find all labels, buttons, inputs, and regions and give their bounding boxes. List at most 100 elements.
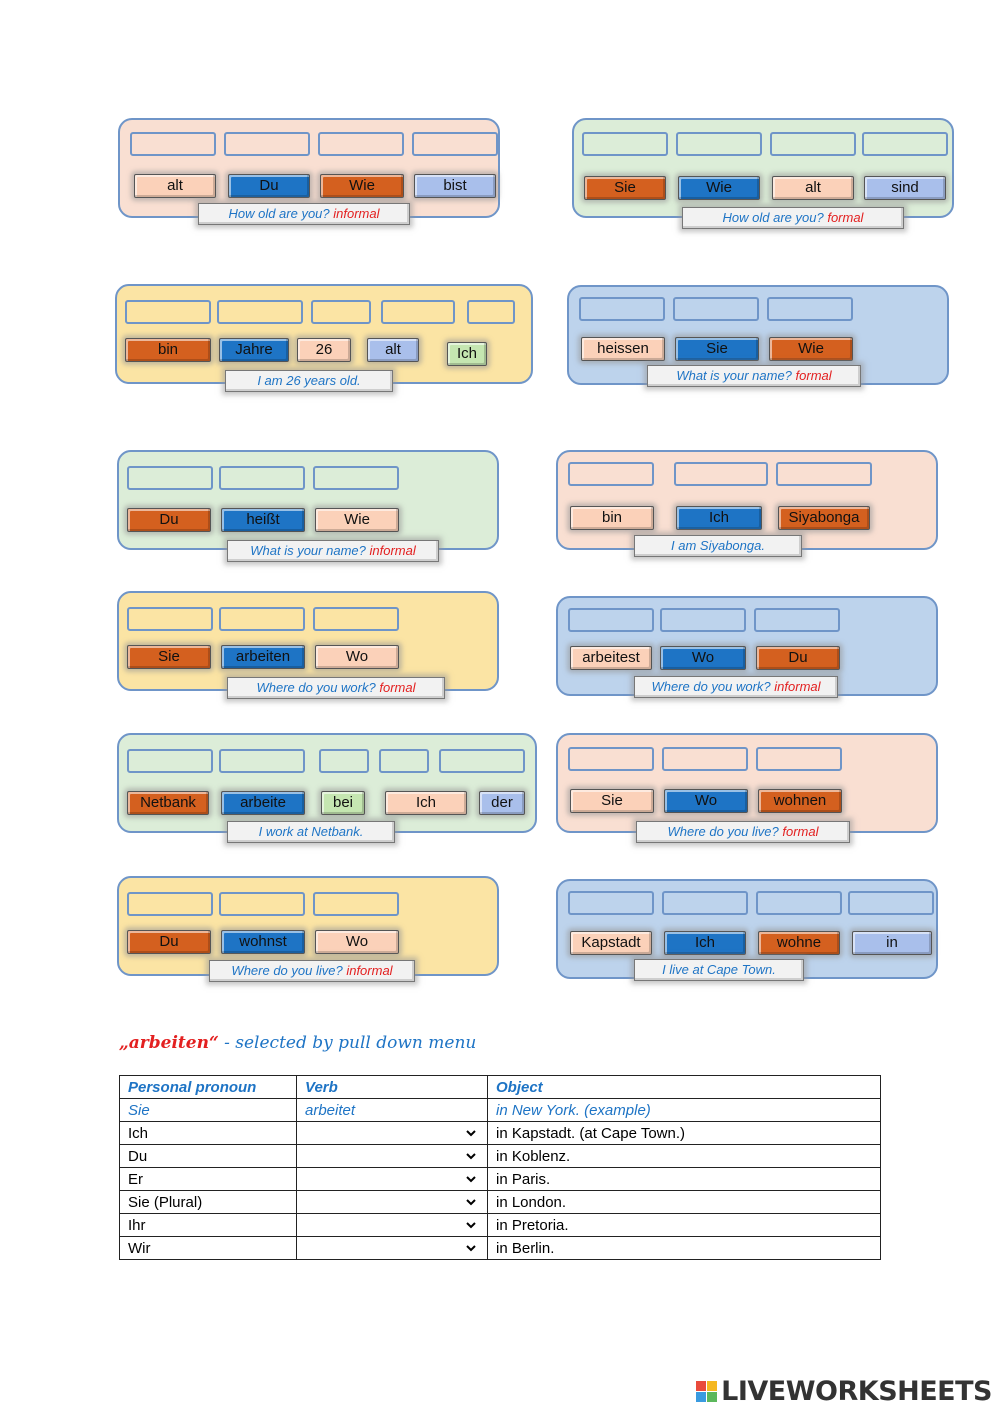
word-tile[interactable]: Wo <box>664 789 748 813</box>
word-tile[interactable]: sind <box>864 176 946 200</box>
verb-dropdown[interactable] <box>305 1238 479 1258</box>
word-tile[interactable]: Wie <box>315 508 399 532</box>
word-tile[interactable]: Wie <box>678 176 760 200</box>
drop-slot[interactable] <box>676 132 762 156</box>
word-tile[interactable]: Wo <box>315 930 399 954</box>
drop-slot[interactable] <box>568 747 654 771</box>
word-tile[interactable]: 26 <box>297 338 351 362</box>
drop-slot[interactable] <box>568 608 654 632</box>
word-tile[interactable]: Sie <box>584 176 666 200</box>
word-tile[interactable]: arbeitest <box>570 646 652 670</box>
word-tile[interactable]: Siyabonga <box>778 506 870 530</box>
drop-slot[interactable] <box>579 297 665 321</box>
word-tile[interactable]: Sie <box>127 645 211 669</box>
drop-slot[interactable] <box>674 462 768 486</box>
word-tile[interactable]: Ich <box>447 342 487 366</box>
verb-dropdown-cell[interactable] <box>296 1144 488 1168</box>
drop-slot[interactable] <box>662 891 748 915</box>
word-tile[interactable]: Wie <box>769 337 853 361</box>
drop-slot[interactable] <box>673 297 759 321</box>
word-tile[interactable]: heissen <box>581 337 665 361</box>
exercise-3-panel: bin Jahre 26 alt Ich I am 26 years old. <box>115 284 533 392</box>
word-tile[interactable]: wohnst <box>221 930 305 954</box>
word-tile[interactable]: Du <box>228 174 310 198</box>
word-tile[interactable]: Du <box>127 508 211 532</box>
word-tile[interactable]: Jahre <box>219 338 289 362</box>
word-tile[interactable]: Ich <box>676 506 762 530</box>
drop-slot[interactable] <box>127 466 213 490</box>
verb-dropdown-cell[interactable] <box>296 1213 488 1237</box>
drop-slot[interactable] <box>127 749 213 773</box>
conjugation-table: Personal pronoun Verb Object Sie arbeite… <box>119 1075 881 1260</box>
verb-dropdown-cell[interactable] <box>296 1236 488 1260</box>
word-tile[interactable]: bist <box>414 174 496 198</box>
drop-slot[interactable] <box>381 300 455 324</box>
drop-slot[interactable] <box>313 892 399 916</box>
word-tile[interactable]: alt <box>772 176 854 200</box>
word-tile[interactable]: Netbank <box>127 791 209 815</box>
drop-slot[interactable] <box>217 300 303 324</box>
drop-slot[interactable] <box>770 132 856 156</box>
word-tile[interactable]: Wo <box>315 645 399 669</box>
drop-slot[interactable] <box>224 132 310 156</box>
word-tile[interactable]: Ich <box>385 791 467 815</box>
word-tile[interactable]: Du <box>756 646 840 670</box>
drop-slot[interactable] <box>130 132 216 156</box>
verb-dropdown-cell[interactable] <box>296 1167 488 1191</box>
drop-slot[interactable] <box>127 892 213 916</box>
drop-slot[interactable] <box>754 608 840 632</box>
word-tile[interactable]: Wie <box>320 174 404 198</box>
drop-slot[interactable] <box>313 466 399 490</box>
drop-slot[interactable] <box>127 607 213 631</box>
word-tile[interactable]: Sie <box>570 789 654 813</box>
drop-slot[interactable] <box>219 466 305 490</box>
word-tile[interactable]: wohne <box>758 931 840 955</box>
drop-slot[interactable] <box>568 462 654 486</box>
word-tile[interactable]: bin <box>570 506 654 530</box>
drop-slot[interactable] <box>125 300 211 324</box>
drop-slot[interactable] <box>313 607 399 631</box>
verb-dropdown[interactable] <box>305 1215 479 1235</box>
verb-dropdown[interactable] <box>305 1169 479 1189</box>
drop-slot[interactable] <box>311 300 371 324</box>
word-tile[interactable]: alt <box>367 338 419 362</box>
drop-slot[interactable] <box>848 891 934 915</box>
word-tile[interactable]: arbeite <box>221 791 305 815</box>
word-tile[interactable]: Du <box>127 930 211 954</box>
drop-slot[interactable] <box>756 747 842 771</box>
word-tile[interactable]: heißt <box>221 508 305 532</box>
word-tile[interactable]: wohnen <box>758 789 842 813</box>
word-tile[interactable]: arbeiten <box>221 645 305 669</box>
drop-slot[interactable] <box>582 132 668 156</box>
drop-slot[interactable] <box>862 132 948 156</box>
word-tile[interactable]: Ich <box>664 931 746 955</box>
word-tile[interactable]: in <box>852 931 932 955</box>
drop-slot[interactable] <box>319 749 369 773</box>
verb-dropdown[interactable] <box>305 1123 479 1143</box>
verb-dropdown[interactable] <box>305 1146 479 1166</box>
drop-slot[interactable] <box>776 462 872 486</box>
word-tile[interactable]: bei <box>321 791 365 815</box>
word-tile[interactable]: alt <box>134 174 216 198</box>
word-tile[interactable]: Kapstadt <box>570 931 652 955</box>
drop-slot[interactable] <box>219 892 305 916</box>
drop-slot[interactable] <box>660 608 746 632</box>
word-tile[interactable]: bin <box>125 338 211 362</box>
drop-slot[interactable] <box>767 297 853 321</box>
verb-dropdown-cell[interactable] <box>296 1121 488 1145</box>
drop-slot[interactable] <box>439 749 525 773</box>
drop-slot[interactable] <box>662 747 748 771</box>
word-tile[interactable]: Wo <box>660 646 746 670</box>
verb-dropdown-cell[interactable] <box>296 1190 488 1214</box>
word-tile[interactable]: Sie <box>675 337 759 361</box>
drop-slot[interactable] <box>379 749 429 773</box>
drop-slot[interactable] <box>568 891 654 915</box>
drop-slot[interactable] <box>318 132 404 156</box>
drop-slot[interactable] <box>467 300 515 324</box>
drop-slot[interactable] <box>219 607 305 631</box>
word-tile[interactable]: der <box>479 791 525 815</box>
drop-slot[interactable] <box>756 891 842 915</box>
drop-slot[interactable] <box>219 749 305 773</box>
verb-dropdown[interactable] <box>305 1192 479 1212</box>
drop-slot[interactable] <box>412 132 498 156</box>
